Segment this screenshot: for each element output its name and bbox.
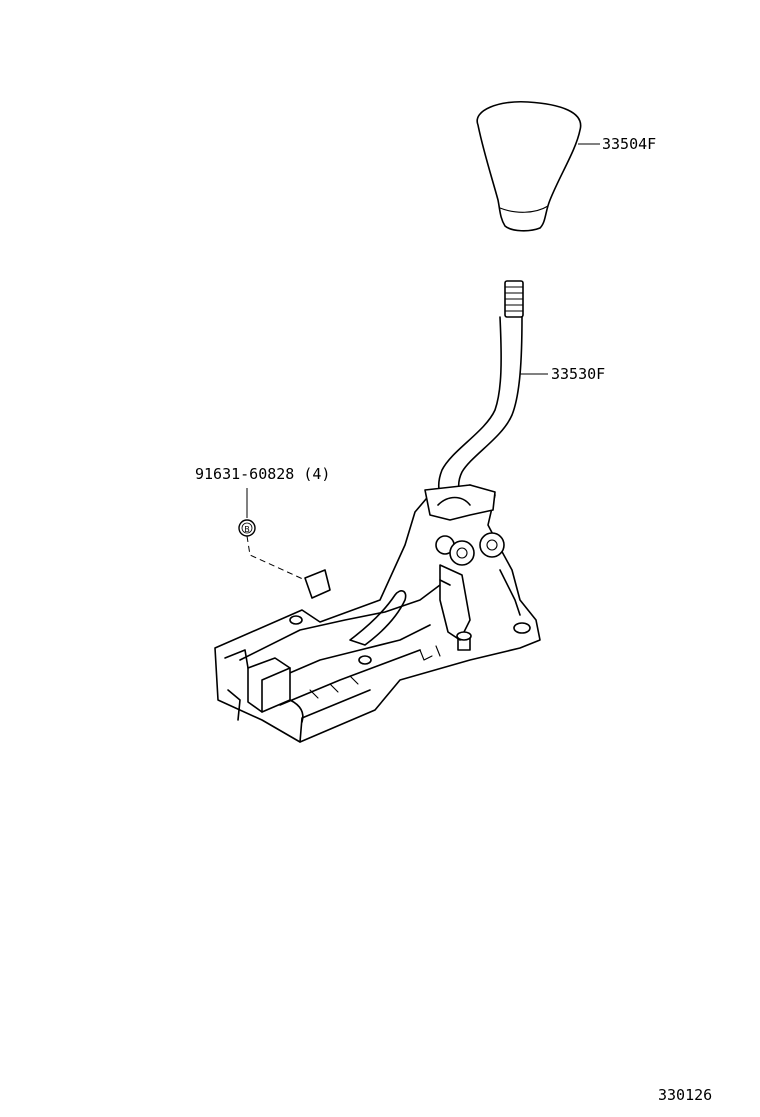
bolt-dashed-line (246, 535, 306, 581)
lever-housing-drawing (214, 484, 541, 743)
shift-lever-drawing (437, 280, 524, 496)
bolt-part-number: 91631-60828 (195, 465, 295, 483)
bolt-label: 91631-60828 (4) (195, 467, 330, 482)
shift-knob-drawing (476, 100, 582, 232)
bolt-symbol-letter: B (244, 525, 250, 534)
bolt-quantity: (4) (303, 465, 331, 483)
knob-part-number: 33504F (602, 135, 657, 153)
lever-part-number: 33530F (551, 365, 606, 383)
bolt-symbol: B (238, 519, 256, 537)
figure-code: 330126 (658, 1086, 713, 1104)
